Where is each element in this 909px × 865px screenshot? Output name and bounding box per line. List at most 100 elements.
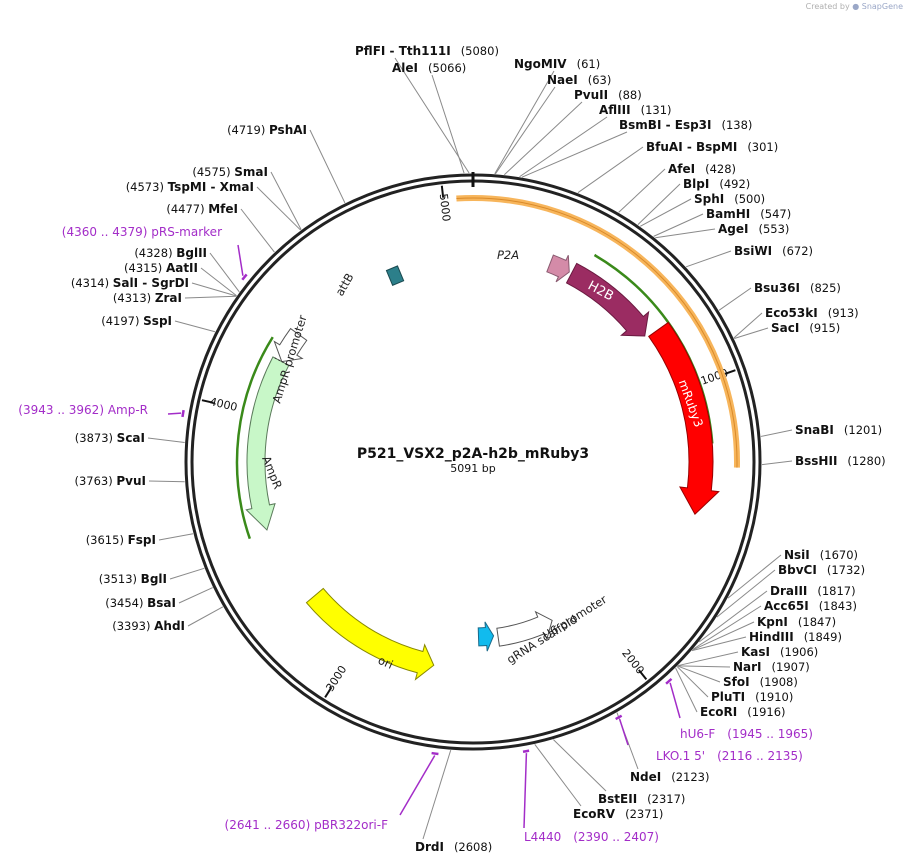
site-name-sep: -: [138, 276, 151, 290]
p2a-feature[interactable]: [546, 254, 570, 283]
site-leader-line: [677, 665, 721, 683]
site-position: (1916): [747, 705, 785, 719]
site-position: (492): [719, 177, 750, 191]
site-position: (547): [760, 207, 791, 221]
h2b-feature[interactable]: [565, 262, 650, 337]
site-leader-line: [184, 295, 237, 299]
site-label: NaeI(63): [547, 73, 611, 87]
site-label: (4314) SalI - SgrDI: [71, 276, 189, 290]
site-label: Eco53kI(913): [765, 306, 859, 320]
site-position: (1910): [755, 690, 793, 704]
site-name: PshAI: [269, 123, 307, 137]
tick-mark: [440, 185, 445, 198]
mruby3-feature[interactable]: [648, 321, 720, 516]
snapgene-logo: ● SnapGene: [852, 2, 903, 11]
primer-name: pRS-marker: [151, 225, 222, 239]
tick-label: 3000: [323, 663, 349, 694]
primer-range: (2641 .. 2660): [225, 818, 315, 832]
site-name: KpnI: [757, 615, 788, 629]
site-label: (3873) ScaI: [75, 431, 145, 445]
site-label: SphI(500): [694, 192, 765, 206]
attb-feature[interactable]: [385, 265, 405, 286]
site-position: (915): [809, 321, 840, 335]
site-name: AhdI: [154, 619, 185, 633]
site-leader-line: [677, 665, 731, 668]
primer-leader-line: [523, 753, 528, 829]
site-name: AleI: [392, 61, 418, 75]
site-label: (4719) PshAI: [227, 123, 307, 137]
site-leader-line: [653, 213, 704, 237]
site-name: NdeI: [630, 770, 661, 784]
site-name: SacI: [771, 321, 799, 335]
primer-name: Amp-R: [108, 403, 148, 417]
site-label: NdeI(2123): [630, 770, 710, 784]
primer-leader-line: [669, 682, 681, 719]
site-name: FspI: [128, 533, 156, 547]
site-name: BssHII: [795, 454, 837, 468]
site-label: (4315) AatII: [124, 261, 198, 275]
site-name: EcoRI: [700, 705, 737, 719]
ampr-feature[interactable]: [245, 356, 290, 531]
site-label: (3454) BsaI: [105, 596, 176, 610]
u6-promoter-feature[interactable]: [496, 610, 553, 647]
ampr-promoter-feature[interactable]: [273, 327, 308, 363]
site-leader-line: [521, 131, 628, 178]
site-label: AleI(5066): [392, 61, 466, 75]
site-position: (825): [810, 281, 841, 295]
site-leader-line: [148, 480, 185, 483]
site-label: (3763) PvuI: [74, 474, 146, 488]
site-leader-line: [200, 267, 237, 297]
site-leader-line: [676, 666, 709, 698]
site-label: AfeI(428): [668, 162, 736, 176]
site-leader-line: [639, 198, 692, 227]
site-name: KasI: [741, 645, 770, 659]
site-name-alt: XmaI: [220, 180, 254, 194]
site-leader-line: [718, 287, 752, 311]
plasmid-length: 5091 bp: [450, 462, 495, 475]
ori-feature[interactable]: [305, 587, 435, 681]
site-leader-line: [760, 429, 793, 437]
ampr-orf-line: [235, 336, 274, 540]
credit-brand: SnapGene: [861, 2, 903, 11]
site-name-alt: BspMI: [696, 140, 737, 154]
site-name: AgeI: [718, 222, 748, 236]
site-label: PflFI - Tth111I(5080): [355, 44, 499, 58]
site-leader-line: [240, 208, 275, 253]
site-leader-line: [256, 186, 301, 231]
site-position: (1670): [820, 548, 858, 562]
site-label: BssHII(1280): [795, 454, 886, 468]
site-position: (88): [618, 88, 642, 102]
site-leader-line: [534, 744, 582, 807]
primer-range: (1945 .. 1965): [727, 727, 813, 741]
site-label: EcoRI (1916): [700, 705, 786, 719]
credit-prefix: Created by: [805, 2, 850, 11]
site-position: (3454): [105, 596, 147, 610]
tick-label: 4000: [208, 395, 238, 414]
primer-bind-mark: [431, 751, 439, 756]
site-position: (4313): [113, 291, 155, 305]
site-name: NarI: [733, 660, 762, 674]
site-name: PluTI: [711, 690, 745, 704]
site-name: SphI: [694, 192, 724, 206]
tick-label: 2000: [619, 647, 647, 677]
site-leader-line: [637, 183, 681, 226]
site-position: (3763): [74, 474, 116, 488]
site-leader-line: [655, 228, 716, 239]
site-leader-line: [495, 86, 556, 175]
site-name-sep: -: [661, 118, 674, 132]
primer-label: (3943 .. 3962) Amp-R: [18, 403, 148, 417]
site-label: (3393) AhdI: [112, 619, 185, 633]
grna-scaffold-feature[interactable]: [477, 621, 495, 652]
site-position: (428): [705, 162, 736, 176]
site-leader-line: [519, 116, 608, 178]
primer-leader-line: [399, 755, 436, 816]
primer-range: (4360 .. 4379): [62, 225, 152, 239]
site-leader-line: [431, 74, 465, 174]
site-leader-line: [577, 146, 644, 194]
site-position: (4315): [124, 261, 166, 275]
site-label: AgeI(553): [718, 222, 789, 236]
site-leader-line: [178, 587, 213, 604]
site-name: Eco53kI: [765, 306, 818, 320]
primer-range: (2116 .. 2135): [717, 749, 803, 763]
site-labels: PflFI - Tth111I(5080)AleI(5066)NgoMIV(61…: [71, 44, 886, 854]
